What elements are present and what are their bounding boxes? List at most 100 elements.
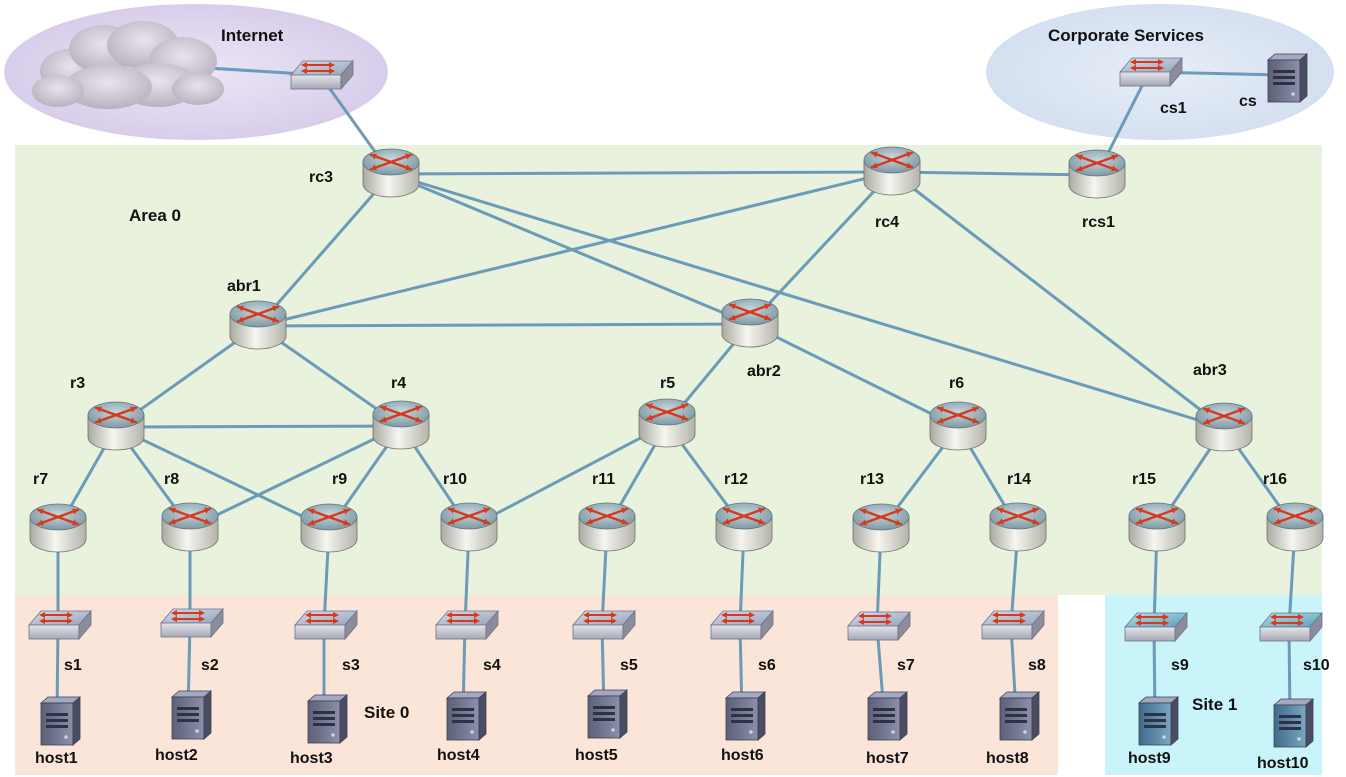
link-rc3-rc4 (389, 170, 894, 176)
r5-label: r5 (660, 375, 675, 392)
r10-router-icon (440, 502, 498, 552)
internet-label: Internet (221, 26, 284, 45)
link-r5-r10 (467, 422, 669, 530)
host3-server-icon (306, 694, 349, 744)
s7-switch-icon (847, 610, 911, 642)
r9-router-icon (300, 503, 358, 553)
host10-label: host10 (1257, 755, 1309, 772)
r13-label: r13 (860, 471, 884, 488)
link-r4-r8 (188, 424, 403, 530)
abr2-router-icon (721, 298, 779, 348)
host1-server-icon (39, 696, 82, 746)
s7-label: s7 (897, 657, 915, 674)
r13-router-icon (852, 503, 910, 553)
r4-label: r4 (391, 375, 406, 392)
s1-label: s1 (64, 657, 82, 674)
link-rc3-abr3 (389, 172, 1226, 430)
link-rc3-abr1 (256, 172, 393, 328)
s8-label: s8 (1028, 657, 1046, 674)
abr3-router-icon (1195, 402, 1253, 452)
r9-label: r9 (332, 471, 347, 488)
host1-label: host1 (35, 750, 78, 767)
s6-switch-icon (710, 609, 774, 641)
abr1-label: abr1 (227, 278, 261, 295)
rcs1-router-icon (1068, 149, 1126, 199)
s2-switch-icon (160, 607, 224, 639)
r8-label: r8 (164, 471, 179, 488)
r7-label: r7 (33, 471, 48, 488)
link-r3-r9 (114, 425, 331, 531)
r14-label: r14 (1007, 471, 1031, 488)
nodes (28, 21, 1324, 748)
corporate-services-label: Corporate Services (1048, 26, 1204, 45)
s2-label: s2 (201, 657, 219, 674)
host8-server-icon (998, 691, 1041, 741)
s3-switch-icon (294, 609, 358, 641)
s3-label: s3 (342, 657, 360, 674)
host6-server-icon (724, 691, 767, 741)
host7-server-icon (866, 691, 909, 741)
r11-router-icon (578, 502, 636, 552)
host5-server-icon (586, 689, 629, 739)
r3-router-icon (87, 401, 145, 451)
host9-server-icon (1137, 696, 1180, 746)
host9-label: host9 (1128, 750, 1171, 767)
link-rc4-rcs1 (890, 170, 1099, 177)
host6-label: host6 (721, 747, 764, 764)
r4-router-icon (372, 400, 430, 450)
r6-router-icon (929, 401, 987, 451)
rcs1-label: rcs1 (1082, 214, 1115, 231)
link-r3-r4 (114, 424, 403, 429)
r11-label: r11 (592, 471, 615, 488)
s9-switch-icon (1124, 611, 1188, 643)
cs-server-icon (1266, 53, 1309, 103)
s6-label: s6 (758, 657, 776, 674)
r7-router-icon (29, 503, 87, 553)
r15-router-icon (1128, 502, 1186, 552)
area0-label: Area 0 (129, 206, 181, 225)
s4-switch-icon (435, 609, 499, 641)
s10-switch-icon (1259, 611, 1323, 643)
r12-label: r12 (724, 471, 748, 488)
s10-label: s10 (1303, 657, 1330, 674)
rc4-label: rc4 (875, 214, 899, 231)
r6-label: r6 (949, 375, 964, 392)
r5-router-icon (638, 398, 696, 448)
host2-label: host2 (155, 747, 198, 764)
r12-router-icon (715, 502, 773, 552)
host2-server-icon (170, 690, 213, 740)
rc3-label: rc3 (309, 169, 333, 186)
link-rc4-abr3 (890, 170, 1226, 430)
r3-label: r3 (70, 375, 85, 392)
link-abr1-abr2 (256, 322, 752, 328)
r16-label: r16 (1263, 471, 1287, 488)
s5-switch-icon (572, 609, 636, 641)
s5-label: s5 (620, 657, 638, 674)
s1-switch-icon (28, 609, 92, 641)
area0-zone (15, 145, 1322, 595)
node-labels: cs1 cs rc3 rc4 rcs1 abr1 abr2 abr3 r3 r4… (33, 93, 1330, 772)
cs-label: cs (1239, 93, 1257, 110)
r16-router-icon (1266, 502, 1324, 552)
link-rc4-abr2 (748, 170, 894, 326)
abr1-router-icon (229, 300, 287, 350)
s8-switch-icon (981, 609, 1045, 641)
s9-label: s9 (1171, 657, 1189, 674)
r8-router-icon (161, 502, 219, 552)
cs1-label: cs1 (1160, 100, 1187, 117)
internet-cloud-icon (32, 21, 224, 109)
rc3-router-icon (362, 148, 420, 198)
cs1-switch-icon (1119, 56, 1183, 88)
host4-server-icon (445, 691, 488, 741)
link-abr2-r6 (748, 322, 960, 429)
rc4-router-icon (863, 146, 921, 196)
s4-label: s4 (483, 657, 501, 674)
isw-switch-icon (290, 59, 354, 91)
host10-server-icon (1272, 698, 1315, 748)
r14-router-icon (989, 502, 1047, 552)
site1-label: Site 1 (1192, 695, 1237, 714)
host7-label: host7 (866, 750, 909, 767)
host4-label: host4 (437, 747, 480, 764)
r10-label: r10 (443, 471, 467, 488)
